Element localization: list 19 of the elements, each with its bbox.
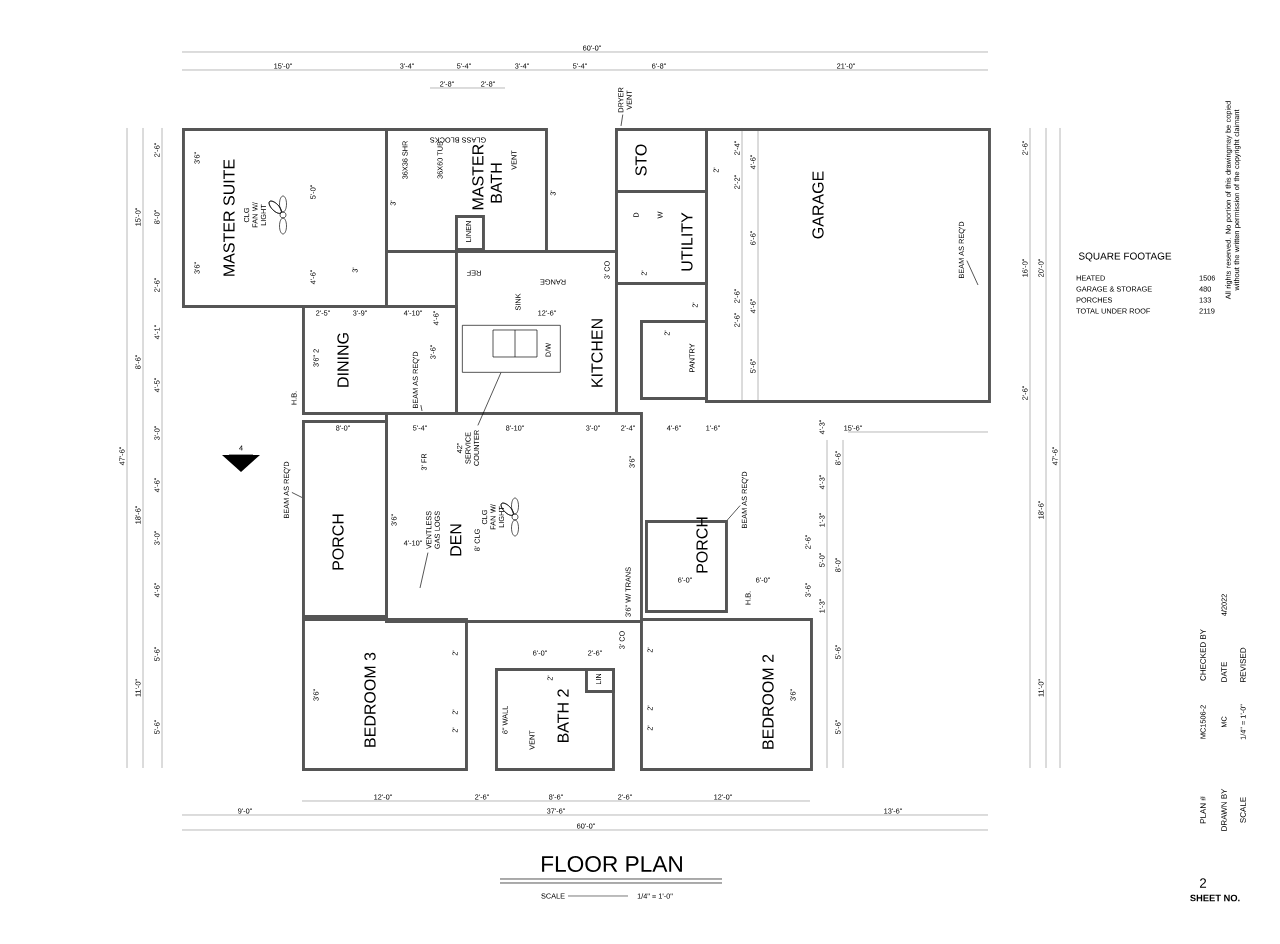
room-outline: STO — [615, 128, 708, 193]
table-heading: SQUARE FOOTAGE — [1078, 252, 1172, 262]
leader-line — [477, 372, 502, 426]
leader-line — [291, 492, 303, 498]
drawing-title: FLOOR PLAN — [499, 855, 723, 884]
leader-line — [966, 260, 979, 286]
title-block-text: REVISED — [1240, 647, 1246, 682]
title-block-text: SCALE — [1240, 797, 1246, 823]
leader-line — [420, 404, 423, 412]
title-block-text: PLAN # — [1200, 796, 1206, 824]
sheet-label: SHEET NO. — [1190, 894, 1240, 902]
title-block-text: CHECKED BY — [1200, 629, 1206, 681]
kitchen-island — [462, 325, 561, 373]
leader-line — [419, 552, 429, 589]
title-block-text: DRAWN BY — [1221, 788, 1227, 831]
leader-line — [620, 114, 624, 127]
title-block-text: DATE — [1221, 661, 1227, 682]
leader-line — [727, 505, 741, 521]
sheet-number: 2 — [1199, 878, 1207, 888]
